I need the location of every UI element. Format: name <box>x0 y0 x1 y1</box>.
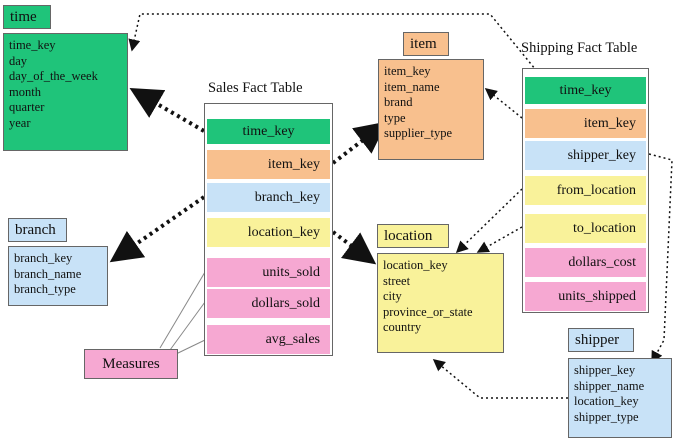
time-attributes: time_key day day_of_the_week month quart… <box>3 33 128 151</box>
measures-avg-line <box>175 339 206 355</box>
sales-fact-caption: Sales Fact Table <box>208 80 303 96</box>
time-attr: year <box>9 115 31 130</box>
shipper-attr: location_key <box>574 394 639 408</box>
item-attr: brand <box>384 95 413 109</box>
measures-units-line <box>159 271 206 349</box>
location-title: location <box>377 224 449 248</box>
sales-field-avg-sales: avg_sales <box>207 325 330 354</box>
location-attr: location_key <box>383 258 448 272</box>
shipping-item-link <box>484 88 523 119</box>
location-attr: country <box>383 320 422 334</box>
sales-location-link <box>331 230 377 265</box>
branch-attr: branch_key <box>14 251 73 265</box>
sales-field-units-sold: units_sold <box>207 258 330 287</box>
shipper-location-link <box>432 359 568 399</box>
shipping-to-location-link <box>476 226 523 253</box>
time-title: time <box>3 5 51 29</box>
sales-field-dollars-sold: dollars_sold <box>207 289 330 318</box>
item-title: item <box>403 32 449 56</box>
time-attr: quarter <box>9 100 45 114</box>
shipper-attr: shipper_key <box>574 363 636 377</box>
shipping-field-dollars-cost: dollars_cost <box>525 248 646 277</box>
item-attr: item_key <box>384 64 431 78</box>
sales-field-location-key: location_key <box>207 218 330 247</box>
shipper-attr: shipper_type <box>574 409 639 424</box>
sales-fact-table: time_key item_key branch_key location_ke… <box>204 103 333 356</box>
time-attr: day <box>9 53 28 68</box>
shipper-attr: shipper_name <box>574 378 645 393</box>
shipping-field-time-key: time_key <box>525 72 646 104</box>
shipping-field-shipper-key: shipper_key <box>525 141 646 170</box>
branch-attributes: branch_key branch_name branch_type <box>8 246 108 306</box>
sales-field-item-key: item_key <box>207 150 330 179</box>
location-attr: street <box>383 273 411 288</box>
shipping-fact-caption: Shipping Fact Table <box>521 40 638 56</box>
time-attr: month <box>9 84 41 99</box>
shipping-field-units-shipped: units_shipped <box>525 282 646 311</box>
shipper-title: shipper <box>568 328 634 352</box>
item-attr: type <box>384 110 406 125</box>
location-attr: city <box>383 289 402 303</box>
sales-time-link <box>129 87 206 133</box>
item-attributes: item_key item_name brand type supplier_t… <box>378 59 484 160</box>
time-attr: time_key <box>9 38 56 52</box>
item-dimension: item item_key item_name brand type suppl… <box>378 32 484 160</box>
measures-label: Measures <box>84 349 178 379</box>
sales-item-link <box>331 121 388 165</box>
measures-dollars-line <box>169 301 206 351</box>
shipping-fact-table: time_key item_key shipper_key from_locat… <box>522 68 649 313</box>
location-dimension: location location_key street city provin… <box>377 224 504 353</box>
branch-attr: branch_name <box>14 266 82 281</box>
shipping-field-to-location: to_location <box>525 214 646 243</box>
location-attr: province_or_state <box>383 304 473 319</box>
time-dimension: time time_key day day_of_the_week month … <box>3 5 128 151</box>
branch-dimension: branch branch_key branch_name branch_typ… <box>8 218 108 306</box>
item-attr: supplier_type <box>384 126 453 140</box>
shipping-field-item-key: item_key <box>525 109 646 138</box>
branch-attr: branch_type <box>14 282 76 296</box>
shipper-dimension: shipper shipper_key shipper_name locatio… <box>568 328 672 438</box>
shipper-attributes: shipper_key shipper_name location_key sh… <box>568 358 672 438</box>
sales-branch-link <box>109 195 206 263</box>
item-attr: item_name <box>384 79 440 94</box>
sales-field-branch-key: branch_key <box>207 183 330 212</box>
time-attr: day_of_the_week <box>9 69 98 83</box>
shipping-field-from-location: from_location <box>525 176 646 205</box>
shipping-shipper-link <box>648 153 673 364</box>
shipping-from-location-link <box>455 188 523 254</box>
sales-field-time-key: time_key <box>207 114 330 144</box>
branch-title: branch <box>8 218 67 242</box>
location-attributes: location_key street city province_or_sta… <box>377 253 504 353</box>
